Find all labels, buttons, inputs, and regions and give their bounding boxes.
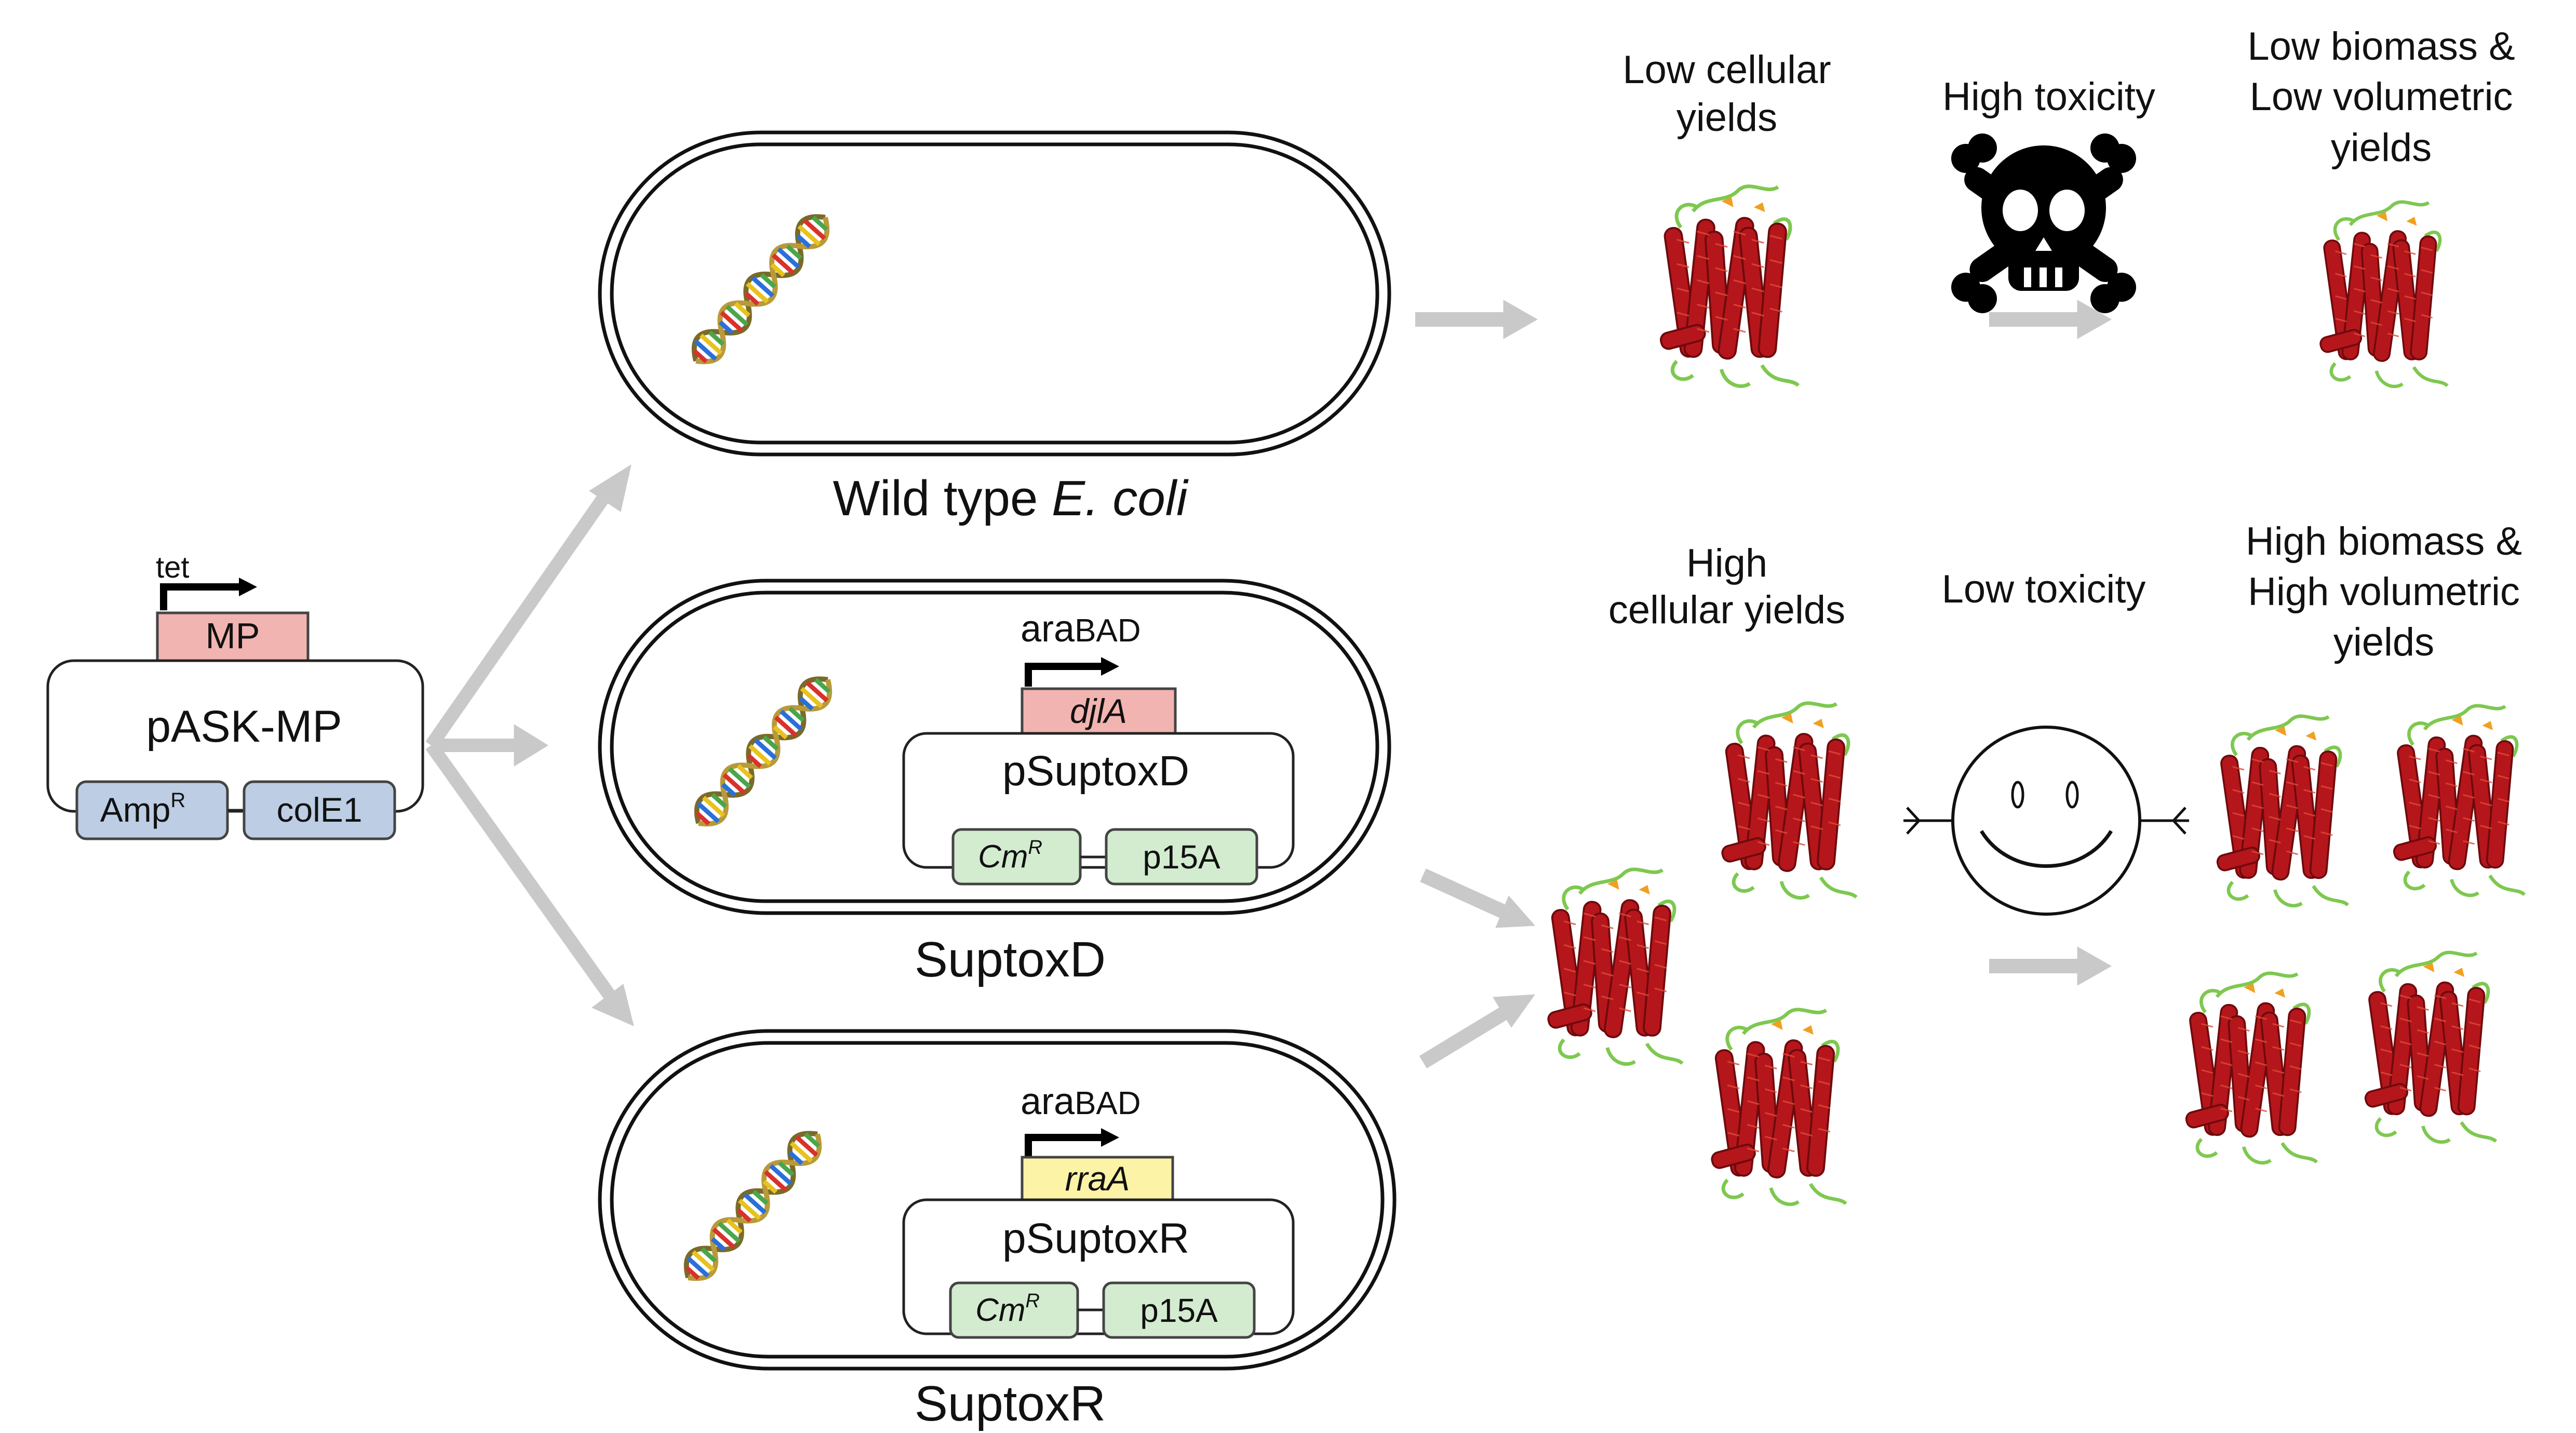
membrane-protein-icon [1547,869,1682,1064]
strain-wild-type: Wild type E. coli [598,130,1391,526]
p15a-origin-label: p15A [1140,1292,1218,1329]
ampr-marker-label: AmpR [100,789,186,829]
strain-suptoxd-label: SuptoxD [915,932,1106,987]
cellular-yield-line-1: High [1686,541,1767,585]
cellular-yield-line-2: yields [1676,96,1777,140]
rraa-gene-label: rraA [1065,1159,1130,1198]
cell-inner-membrane [610,1041,1385,1359]
cell-outer-membrane [598,579,1391,915]
volumetric-yield-line-1: High biomass & [2246,519,2522,564]
outcome-top: Low cellular yields High toxicity [1622,24,2515,386]
p15a-origin-label: p15A [1143,838,1220,876]
arabad-promoter-label: araBAD [1021,1081,1141,1122]
membrane-protein-icon [2393,706,2525,895]
djla-gene-label: djlA [1070,692,1127,730]
outcome-bottom: High cellular yields Low toxicity High b… [1547,519,2525,1204]
dna-helix-icon [688,670,838,833]
membrane-protein-icon [1710,1010,1846,1204]
volumetric-yield-line-3: yields [2331,126,2432,170]
membrane-protein-icon [1721,703,1856,898]
psuptoxr-label: pSuptoxR [1002,1215,1189,1262]
cmr-marker-label: CmR [975,1290,1040,1328]
smiley-face-icon [1903,726,2189,916]
cellular-yield-line-2: cellular yields [1608,588,1845,632]
pask-mp-label: pASK-MP [146,702,342,752]
cell-outer-membrane [598,130,1391,457]
membrane-protein-icon [2185,973,2317,1163]
cell-inner-membrane [610,142,1379,445]
cellular-yield-line-1: Low cellular [1622,48,1831,92]
mp-gene-box [156,611,310,662]
psuptoxr-plasmid-outline [902,1198,1295,1335]
strain-suptoxr: araBAD rraA pSuptoxR CmR p15A SuptoxR [598,1029,1397,1431]
cmr-marker-label: CmR [978,837,1042,875]
toxicity-label: High toxicity [1942,75,2155,119]
tet-promoter-arrow [160,578,257,610]
strain-suptoxd: araBAD djlA pSuptoxD CmR p15A SuptoxD [598,579,1391,987]
branch-arrows [425,464,634,1026]
p15a-origin-box [1102,1281,1256,1339]
membrane-protein-icon [2319,202,2447,386]
p15a-origin-box [1105,828,1258,886]
arabad-promoter-label: araBAD [1021,608,1141,650]
strain-wild-type-label: Wild type E. coli [833,471,1189,526]
volumetric-yield-line-3: yields [2333,620,2434,664]
outcome-arrows [1415,300,2112,1068]
volumetric-yield-line-1: Low biomass & [2247,24,2515,69]
dna-helix-icon [685,208,836,371]
mp-gene-label: MP [206,615,260,656]
arabad-promoter-arrow [1025,1128,1119,1157]
membrane-protein-icon [2364,953,2496,1142]
djla-gene-box [1021,687,1177,735]
cole1-origin-label: colE1 [276,791,362,829]
plasmid-pask-mp: tet MP pASK-MP AmpR colE1 [46,551,424,840]
volumetric-yield-line-2: High volumetric [2248,570,2520,614]
cole1-origin-box [243,780,396,840]
tet-promoter-label: tet [156,551,190,584]
strain-suptoxr-label: SuptoxR [915,1376,1106,1431]
cell-inner-membrane [610,591,1379,903]
membrane-protein-icon [2216,716,2348,906]
dna-helix-icon [677,1124,828,1288]
volumetric-yield-line-2: Low volumetric [2250,75,2513,119]
membrane-protein-icon [1659,186,1799,386]
arabad-promoter-arrow [1025,657,1119,687]
psuptoxd-plasmid-outline [902,732,1295,869]
toxicity-label: Low toxicity [1942,567,2146,611]
skull-crossbones-icon [1951,133,2136,313]
psuptoxd-label: pSuptoxD [1002,747,1189,795]
cell-outer-membrane [598,1029,1397,1371]
